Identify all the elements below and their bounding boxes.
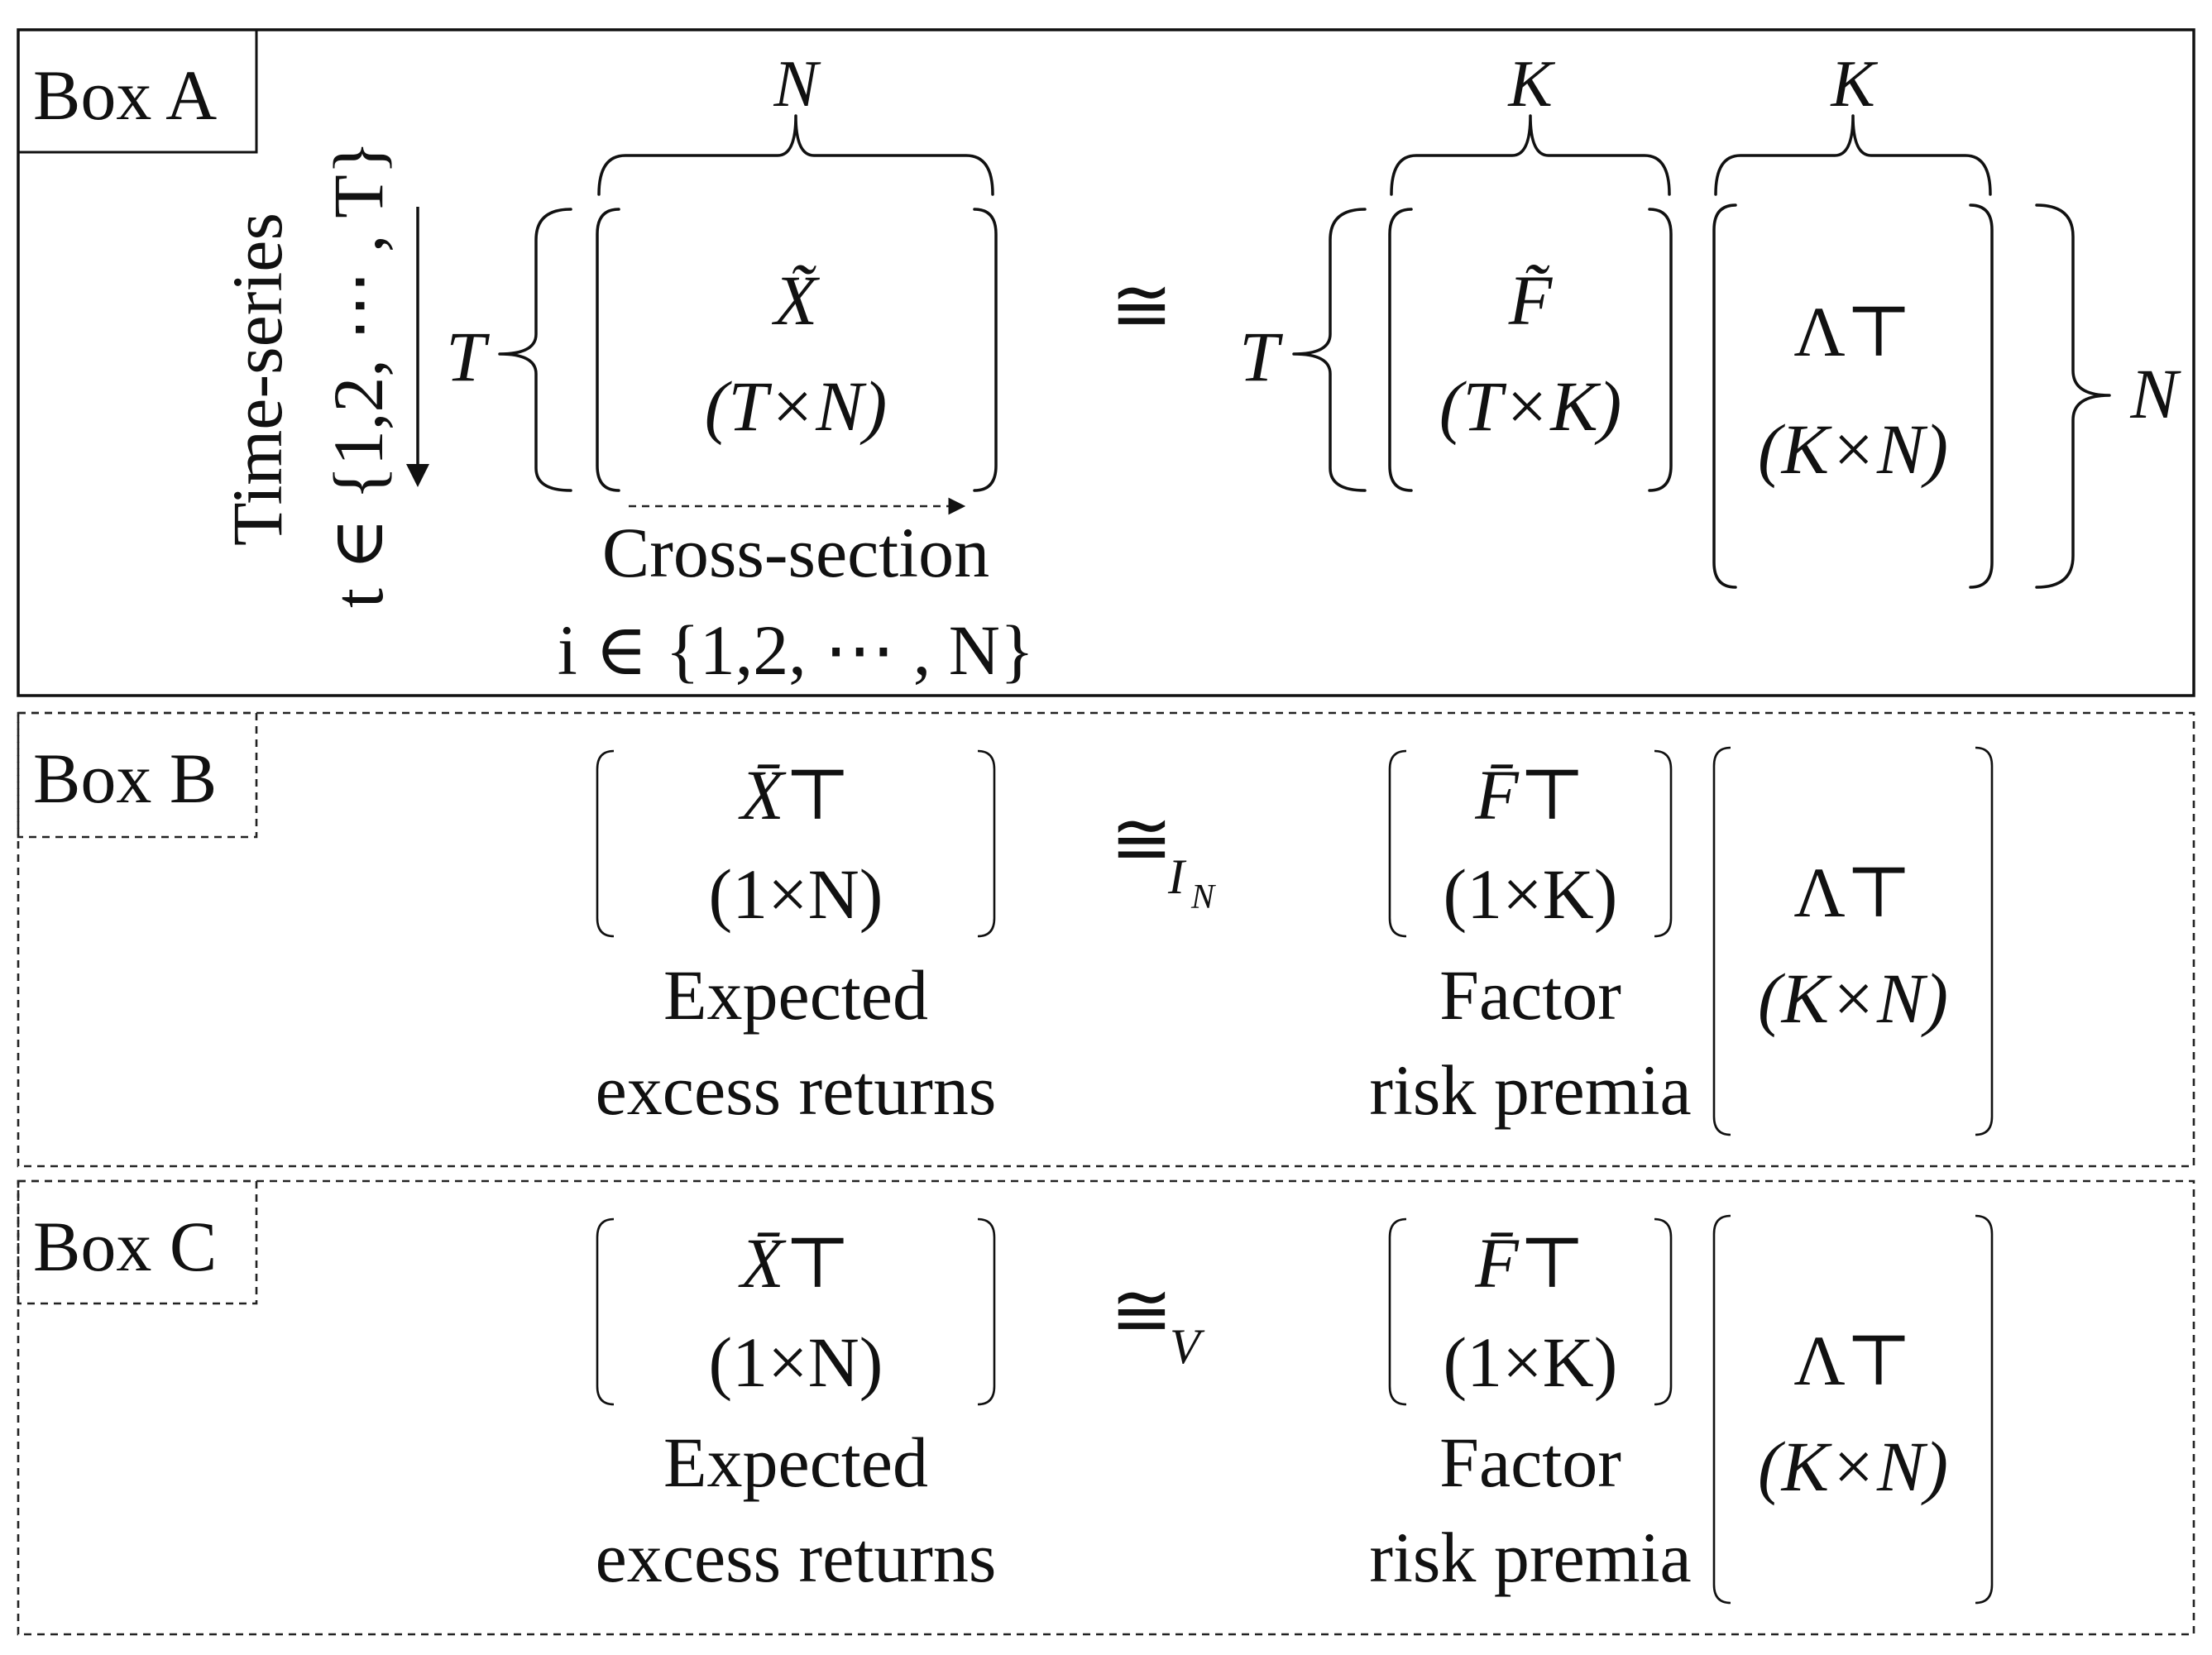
- factor-caption-line-2: risk premia: [1369, 1050, 1691, 1130]
- time-series-range: t ∈ {1,2, ⋯ , T}: [318, 141, 398, 608]
- factor-caption-line-2: risk premia: [1369, 1518, 1691, 1597]
- cross-section-range: i ∈ {1,2, ⋯ , N}: [558, 610, 1034, 690]
- box-c-label: Box C: [33, 1207, 217, 1286]
- loadings-bracket-left: [1712, 1214, 1731, 1605]
- relation-symbol: ≅: [1110, 1270, 1172, 1352]
- time-series-title: Time-series: [218, 213, 297, 546]
- loadings-symbol: Λ⊤: [1793, 1321, 1912, 1400]
- factor-bracket-left: [1388, 1217, 1407, 1406]
- matrix-x-bar: X̄⊤ (1×N): [596, 1217, 996, 1406]
- factor-bracket-right: [1648, 208, 1673, 492]
- factor-bracket-left: [1388, 749, 1407, 938]
- loadings-symbol: Λ⊤: [1793, 292, 1912, 371]
- relation-weighted: ≅ I N: [1110, 799, 1216, 916]
- loadings-bracket-right: [1975, 1214, 1994, 1605]
- loadings-bracket-right: [1969, 203, 1994, 589]
- lhs-caption-line-1: Expected: [663, 1423, 928, 1502]
- matrix-bracket-left: [596, 1217, 615, 1406]
- matrix-lambda: Λ⊤ (K×N): [1712, 746, 1994, 1136]
- loadings-bracket-left: [1712, 746, 1731, 1136]
- factor-caption-line-1: Factor: [1439, 1423, 1621, 1502]
- box-a: Box A Time-series t ∈ {1,2, ⋯ , T} X̃ (T…: [17, 28, 2195, 697]
- matrix-dims: (1×N): [709, 854, 883, 934]
- factor-bracket-left: [1388, 208, 1413, 492]
- factor-brace-top-k: [1390, 114, 1671, 196]
- matrix-symbol: X̄⊤: [738, 755, 850, 835]
- matrix-x-bar: X̄⊤ (1×N): [596, 749, 996, 938]
- lhs-caption-line-2: excess returns: [596, 1518, 997, 1597]
- matrix-lambda: Λ⊤ (K×N): [1712, 1214, 1994, 1605]
- factor-bracket-right: [1654, 749, 1673, 938]
- time-series-axis: Time-series t ∈ {1,2, ⋯ , T}: [218, 141, 429, 608]
- loadings-row-label-n: N: [2129, 354, 2181, 433]
- loadings-bracket-right: [1975, 746, 1994, 1136]
- matrix-bracket-right: [977, 749, 996, 938]
- cross-section-title: Cross-section: [602, 513, 989, 592]
- loadings-brace-top-k: [1714, 114, 1992, 196]
- cross-section-axis: Cross-section i ∈ {1,2, ⋯ , N}: [558, 497, 1034, 690]
- box-c-label-frame: [17, 1179, 258, 1305]
- matrix-lambda: Λ⊤ (K×N): [1712, 203, 1994, 589]
- loadings-brace-top-k-label: K: [1830, 48, 1878, 121]
- loadings-bracket-left: [1712, 203, 1737, 589]
- matrix-f-tilde: F̃ (T×K): [1388, 208, 1673, 492]
- brace-top-n-label: N: [773, 48, 821, 121]
- factor-brace-top-k-label: K: [1507, 48, 1555, 121]
- box-c: Box C X̄⊤ (1×N) Expected excess returns …: [17, 1179, 2195, 1636]
- loadings-dims: (K×N): [1758, 959, 1948, 1038]
- matrix-bracket-left: [596, 749, 615, 938]
- factor-dims: (1×K): [1444, 854, 1618, 934]
- relation-subscript: V: [1170, 1319, 1205, 1374]
- relation-weighted: ≅ V: [1110, 1270, 1205, 1374]
- factor-symbol: F̄⊤: [1474, 1223, 1585, 1303]
- matrix-bracket-right: [977, 1217, 996, 1406]
- loadings-brace-right-n: [2035, 203, 2111, 589]
- relation-symbol: ≅: [1110, 265, 1172, 347]
- relation-subscript: I: [1167, 849, 1187, 904]
- row-label-t: T: [446, 317, 490, 396]
- box-b: Box B X̄⊤ (1×N) Expected excess returns …: [17, 711, 2195, 1168]
- factor-symbol: F̃: [1508, 261, 1554, 340]
- box-b-label: Box B: [33, 739, 217, 818]
- brace-left-t: [498, 208, 572, 492]
- matrix-dims: (T×N): [705, 366, 888, 446]
- matrix-f-bar: F̄⊤ (1×K): [1388, 749, 1673, 938]
- matrix-bracket-right: [973, 208, 998, 492]
- factor-dims: (T×K): [1439, 366, 1622, 446]
- matrix-dims: (1×N): [709, 1323, 883, 1402]
- factor-symbol: F̄⊤: [1474, 755, 1585, 835]
- factor-bracket-right: [1654, 1217, 1673, 1406]
- box-a-label-frame: [17, 28, 258, 154]
- lhs-caption-line-2: excess returns: [596, 1050, 997, 1130]
- factor-row-label-t: T: [1239, 317, 1283, 396]
- loadings-dims: (K×N): [1758, 1427, 1948, 1506]
- relation-subsubscript: N: [1190, 878, 1216, 916]
- brace-top-n: [597, 114, 994, 196]
- matrix-f-bar: F̄⊤ (1×K): [1388, 1217, 1673, 1406]
- loadings-symbol: Λ⊤: [1793, 853, 1912, 932]
- matrix-symbol: X̃: [772, 261, 821, 340]
- factor-dims: (1×K): [1444, 1323, 1618, 1402]
- box-b-frame: [17, 711, 2195, 1168]
- lhs-caption-line-1: Expected: [663, 955, 928, 1035]
- loadings-dims: (K×N): [1758, 409, 1948, 489]
- box-a-label: Box A: [33, 55, 217, 135]
- factor-brace-left-t: [1292, 208, 1367, 492]
- box-a-frame: [17, 28, 2195, 697]
- box-b-label-frame: [17, 711, 258, 839]
- relation-symbol: ≅: [1110, 799, 1172, 881]
- matrix-x-tilde: X̃ (T×N): [596, 208, 998, 492]
- matrix-bracket-left: [596, 208, 620, 492]
- box-c-frame: [17, 1179, 2195, 1636]
- factor-caption-line-1: Factor: [1439, 955, 1621, 1035]
- matrix-symbol: X̄⊤: [738, 1223, 850, 1303]
